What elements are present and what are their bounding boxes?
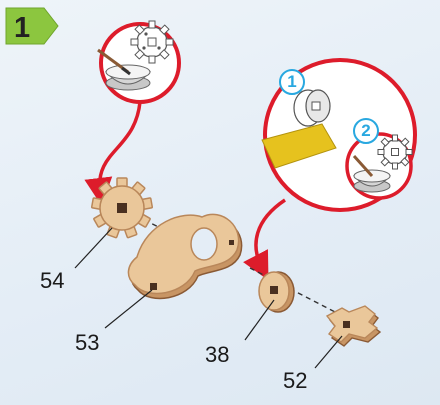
leader-lines <box>74 227 343 369</box>
glue-callout-right <box>261 58 417 212</box>
part-label-52: 52 <box>283 368 308 393</box>
arrow-to-part-38 <box>243 198 286 281</box>
arrow-to-gear <box>84 101 142 206</box>
glue-callout-top <box>97 20 181 104</box>
callout-step-1: 1 <box>279 69 305 95</box>
part-label-53: 53 <box>75 330 100 355</box>
part-53-arm <box>127 213 243 300</box>
callout-step-2: 2 <box>353 118 379 144</box>
part-52-cross <box>325 305 382 347</box>
step-number: 1 <box>14 12 31 44</box>
part-38-disc <box>258 271 295 313</box>
part-54-gear <box>90 177 154 239</box>
part-label-38: 38 <box>205 342 230 367</box>
step-badge: 1 <box>4 6 62 46</box>
part-label-54: 54 <box>40 268 65 293</box>
